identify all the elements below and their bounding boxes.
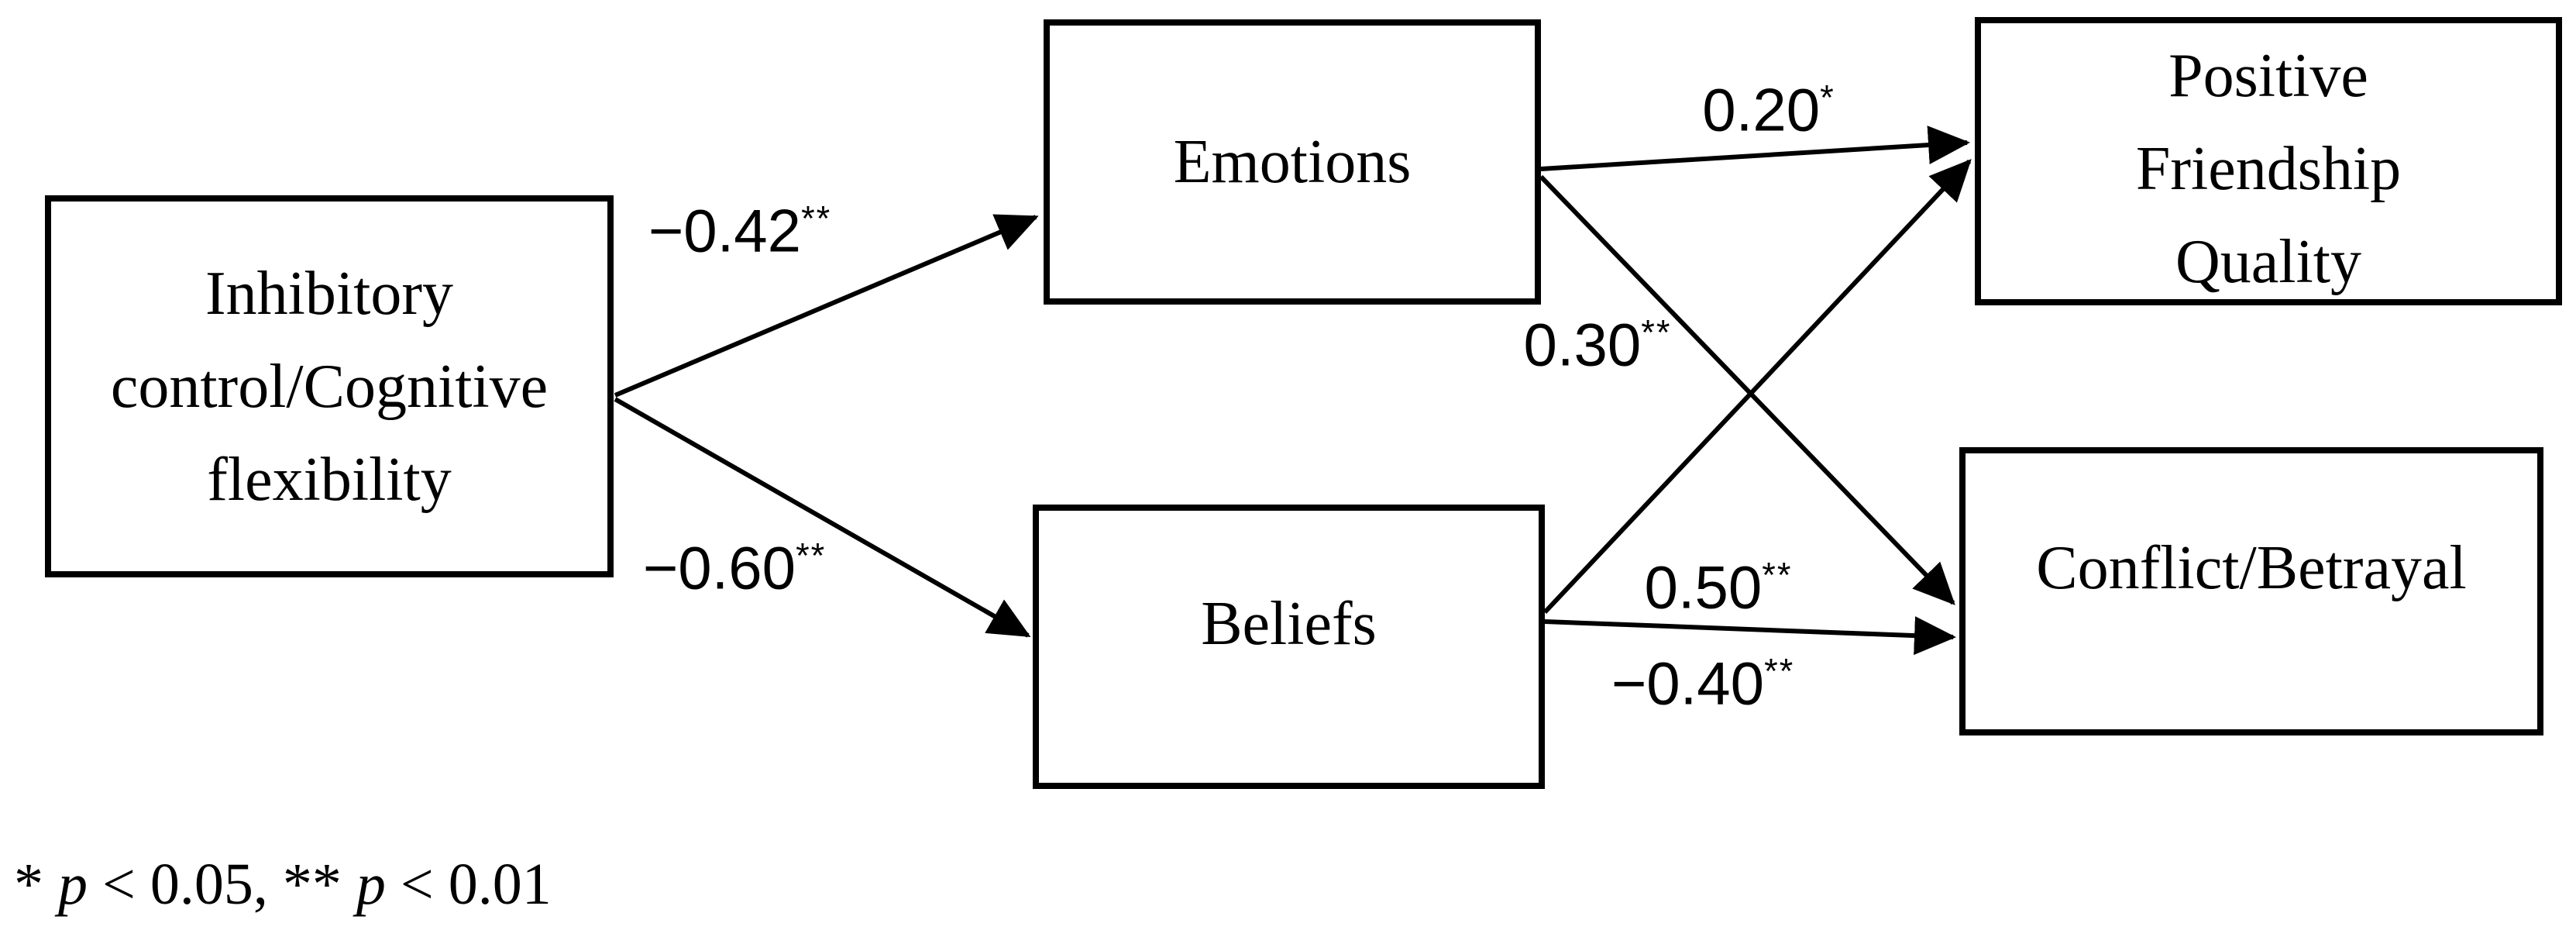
coefficient-beliefs-to-conflict: −0.40** xyxy=(1611,649,1795,719)
coefficient-value: 0.50 xyxy=(1644,553,1763,622)
coefficient-emotions-to-conflict: 0.30** xyxy=(1523,310,1671,381)
coefficient-value: −0.40 xyxy=(1611,649,1765,718)
note-segment: < 0.01 xyxy=(385,852,552,917)
note-p-italic: p xyxy=(356,852,386,917)
arrow-beliefs-to-pfq xyxy=(1543,159,1972,615)
box-label: Emotions xyxy=(1173,128,1412,196)
arrow-beliefs-to-conflict xyxy=(1544,616,1956,656)
box-label: Positive Friendship Quality xyxy=(2135,42,2402,296)
box-inhibitory-control-cognitive-flexibility: Inhibitory control/Cognitive flexibility xyxy=(45,195,614,577)
significance-stars: ** xyxy=(801,198,832,239)
note-segment: ** xyxy=(282,852,356,917)
box-conflict-betrayal: Conflict/Betrayal xyxy=(1959,447,2543,735)
coefficient-value: 0.20 xyxy=(1702,75,1821,144)
significance-stars: ** xyxy=(1641,312,1672,353)
arrow-emotions-to-conflict xyxy=(1539,174,1955,605)
arrow-predictor-to-beliefs xyxy=(614,397,1031,638)
box-emotions: Emotions xyxy=(1044,19,1541,305)
significance-stars: * xyxy=(1820,78,1835,118)
coefficient-value: −0.42 xyxy=(648,196,802,265)
note-segment: * xyxy=(14,852,58,917)
box-positive-friendship-quality: Positive Friendship Quality xyxy=(1975,17,2562,305)
box-label: Inhibitory control/Cognitive flexibility xyxy=(110,259,549,514)
arrow-emotions-to-pfq xyxy=(1540,126,1970,171)
coefficient-beliefs-to-pfq: 0.50** xyxy=(1644,553,1792,623)
coefficient-predictor-to-emotions: −0.42** xyxy=(648,196,832,267)
note-p-italic: p xyxy=(58,852,88,917)
coefficient-value: 0.30 xyxy=(1523,310,1642,379)
significance-stars: ** xyxy=(796,536,827,576)
significance-note: * p < 0.05, ** p < 0.01 xyxy=(14,851,552,918)
coefficient-emotions-to-pfq: 0.20* xyxy=(1702,75,1835,146)
arrow-predictor-to-emotions xyxy=(614,214,1039,398)
box-beliefs: Beliefs xyxy=(1033,505,1545,789)
significance-stars: ** xyxy=(1764,651,1795,691)
coefficient-predictor-to-beliefs: −0.60** xyxy=(643,533,827,604)
box-label: Conflict/Betrayal xyxy=(2036,534,2467,602)
significance-stars: ** xyxy=(1762,555,1793,595)
coefficient-value: −0.60 xyxy=(642,533,796,602)
note-segment: < 0.05, xyxy=(88,852,283,917)
box-label: Beliefs xyxy=(1201,589,1377,658)
